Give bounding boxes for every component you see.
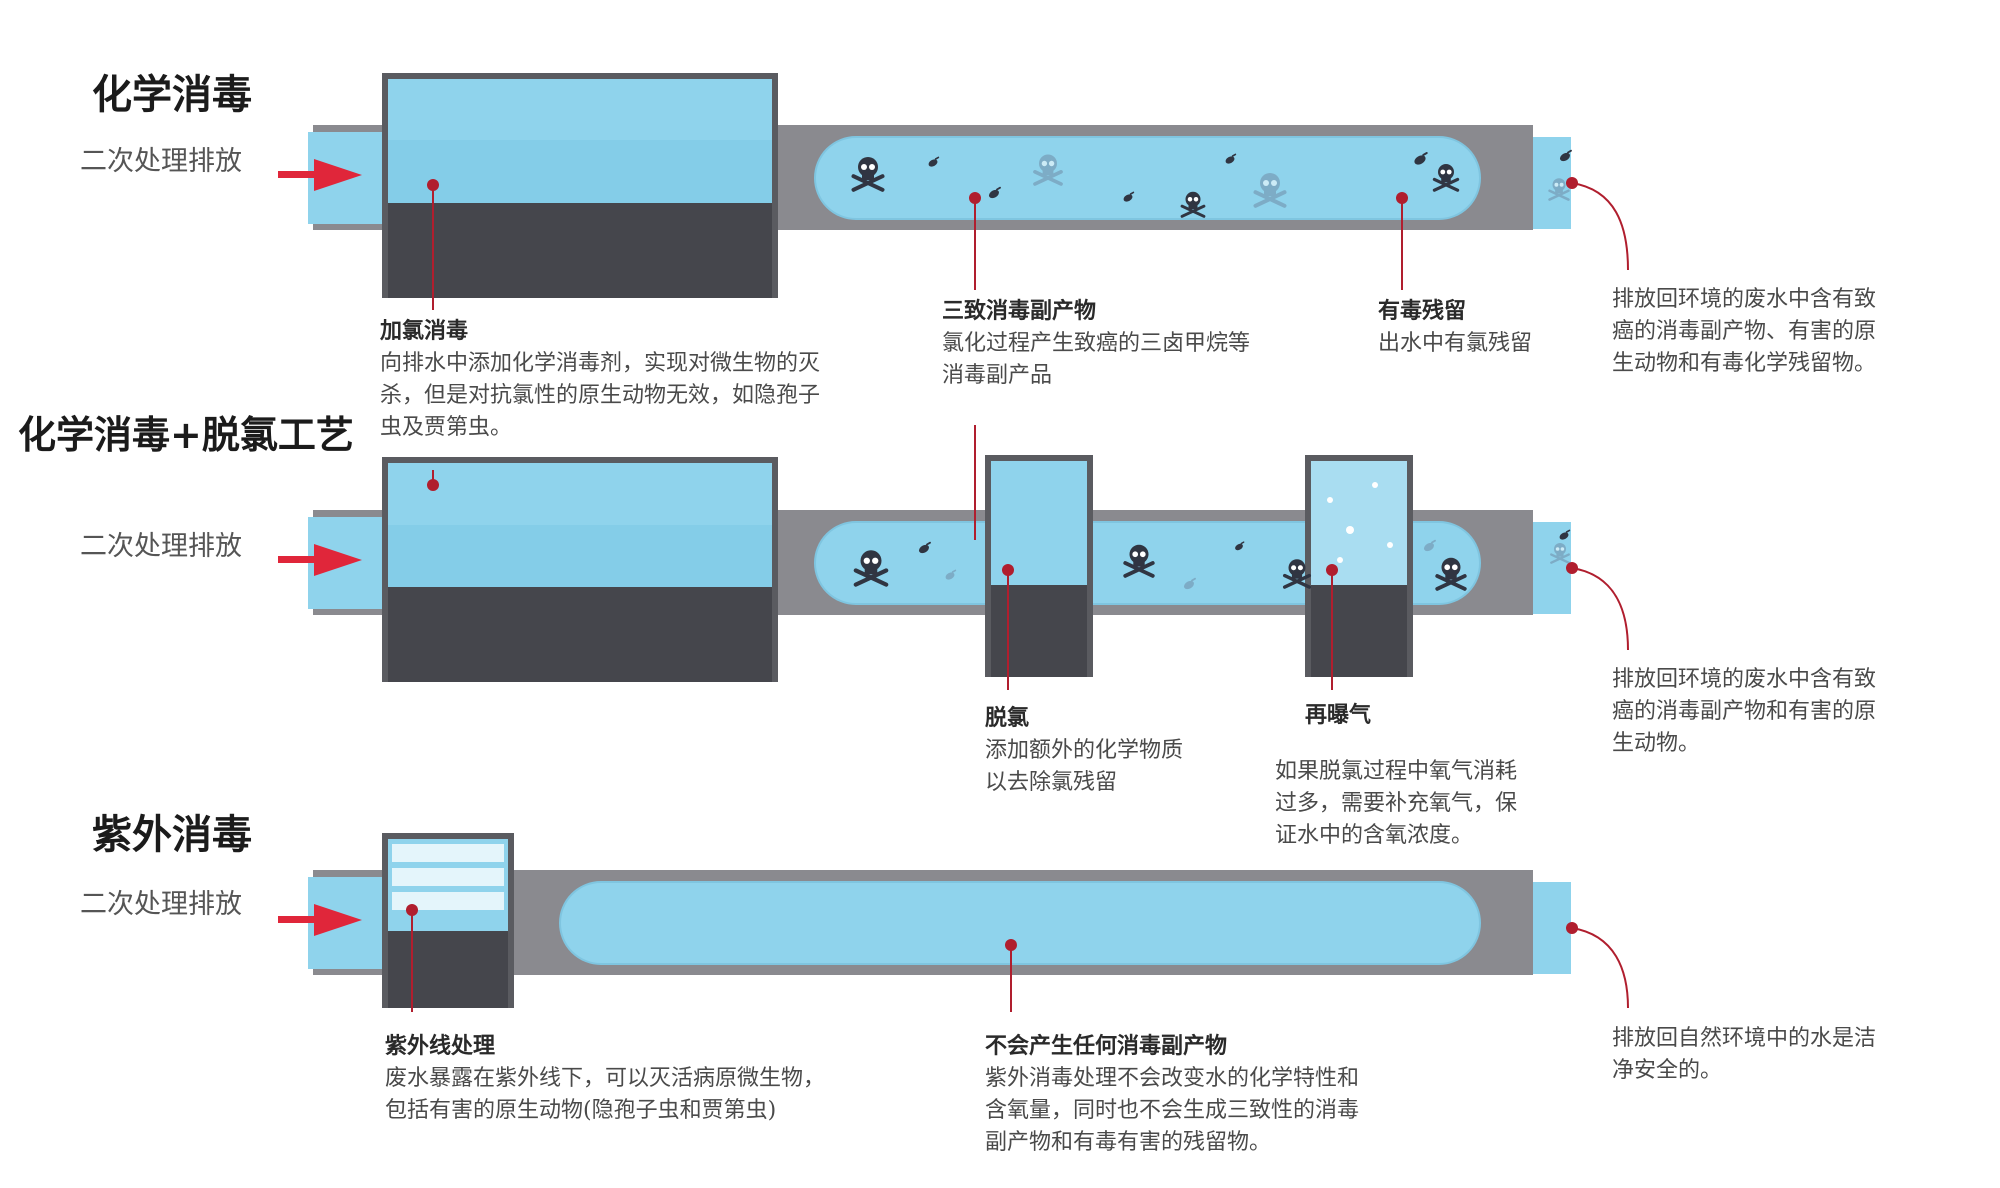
svg-text:消毒副产品: 消毒副产品 bbox=[942, 363, 1052, 388]
svg-text:添加额外的化学物质: 添加额外的化学物质 bbox=[985, 738, 1183, 763]
note-dechlorination: 脱氯 添加额外的化学物质 以去除氯残留 bbox=[985, 705, 1183, 795]
inlet-label: 二次处理排放 bbox=[80, 146, 242, 177]
inlet-arrow-icon bbox=[278, 904, 362, 936]
svg-text:生动物。: 生动物。 bbox=[1612, 731, 1700, 756]
svg-text:生动物和有毒化学残留物。: 生动物和有毒化学残留物。 bbox=[1612, 351, 1876, 376]
svg-text:脱氯: 脱氯 bbox=[985, 705, 1029, 731]
svg-text:杀，但是对抗氯性的原生动物无效，如隐孢子: 杀，但是对抗氯性的原生动物无效，如隐孢子 bbox=[380, 383, 820, 408]
svg-text:净安全的。: 净安全的。 bbox=[1612, 1058, 1722, 1083]
note-discharge: 排放回环境的废水中含有致 癌的消毒副产物和有害的原 生动物。 bbox=[1612, 667, 1876, 756]
svg-text:含氧量，同时也不会生成三致性的消毒: 含氧量，同时也不会生成三致性的消毒 bbox=[985, 1098, 1359, 1123]
svg-text:副产物和有毒有害的残留物。: 副产物和有毒有害的残留物。 bbox=[985, 1130, 1271, 1155]
pipe bbox=[308, 125, 1571, 230]
svg-text:虫及贾第虫。: 虫及贾第虫。 bbox=[380, 415, 512, 440]
section-title: 紫外消毒 bbox=[92, 812, 252, 858]
note-no-byproducts: 不会产生任何消毒副产物 紫外消毒处理不会改变水的化学特性和 含氧量，同时也不会生… bbox=[985, 1033, 1359, 1155]
note-discharge: 排放回环境的废水中含有致 癌的消毒副产物、有害的原 生动物和有毒化学残留物。 bbox=[1612, 287, 1876, 376]
section-dechlorination: 化学消毒+脱氯工艺 二次处理排放 bbox=[18, 413, 1876, 848]
svg-text:癌的消毒副产物、有害的原: 癌的消毒副产物、有害的原 bbox=[1612, 319, 1876, 344]
svg-text:再曝气: 再曝气 bbox=[1305, 702, 1371, 728]
svg-text:排放回环境的废水中含有致: 排放回环境的废水中含有致 bbox=[1612, 287, 1876, 312]
section-title: 化学消毒 bbox=[92, 72, 252, 118]
inlet-label: 二次处理排放 bbox=[80, 531, 242, 562]
note-byproducts: 三致消毒副产物 氯化过程产生致癌的三卤甲烷等 消毒副产品 bbox=[942, 298, 1250, 388]
svg-text:证水中的含氧浓度。: 证水中的含氧浓度。 bbox=[1275, 823, 1473, 848]
callout-lines bbox=[427, 177, 1629, 310]
note-reaeration: 再曝气 如果脱氯过程中氧气消耗 过多，需要补充氧气，保 证水中的含氧浓度。 bbox=[1275, 702, 1517, 848]
note-uv-treatment: 紫外线处理 废水暴露在紫外线下，可以灭活病原微生物， 包括有害的原生动物(隐孢子… bbox=[385, 1033, 825, 1123]
chlorination-tank bbox=[382, 73, 778, 298]
svg-text:加氯消毒: 加氯消毒 bbox=[379, 318, 468, 344]
inlet-arrow-icon bbox=[278, 544, 362, 576]
svg-text:向排水中添加化学消毒剂，实现对微生物的灭: 向排水中添加化学消毒剂，实现对微生物的灭 bbox=[380, 351, 820, 376]
svg-text:紫外线处理: 紫外线处理 bbox=[385, 1033, 495, 1059]
svg-text:以去除氯残留: 以去除氯残留 bbox=[985, 770, 1117, 795]
reaeration-tank bbox=[1305, 455, 1413, 677]
svg-text:废水暴露在紫外线下，可以灭活病原微生物，: 废水暴露在紫外线下，可以灭活病原微生物， bbox=[385, 1066, 825, 1091]
section-title: 化学消毒+脱氯工艺 bbox=[18, 413, 354, 457]
note-toxic-residual: 有毒残留 出水中有氯残留 bbox=[1378, 298, 1532, 356]
svg-text:如果脱氯过程中氧气消耗: 如果脱氯过程中氧气消耗 bbox=[1275, 759, 1517, 784]
svg-text:紫外消毒处理不会改变水的化学特性和: 紫外消毒处理不会改变水的化学特性和 bbox=[985, 1066, 1359, 1091]
inlet-label: 二次处理排放 bbox=[80, 889, 242, 920]
dechlorination-tank bbox=[985, 455, 1093, 677]
note-chlorination: 加氯消毒 向排水中添加化学消毒剂，实现对微生物的灭 杀，但是对抗氯性的原生动物无… bbox=[379, 318, 820, 440]
callout-lines bbox=[406, 904, 1629, 1012]
svg-text:三致消毒副产物: 三致消毒副产物 bbox=[942, 298, 1096, 324]
svg-text:排放回环境的废水中含有致: 排放回环境的废水中含有致 bbox=[1612, 667, 1876, 692]
svg-text:不会产生任何消毒副产物: 不会产生任何消毒副产物 bbox=[985, 1033, 1227, 1059]
svg-text:过多，需要补充氧气，保: 过多，需要补充氧气，保 bbox=[1275, 791, 1517, 816]
callout-lines bbox=[427, 425, 1629, 690]
uv-reactor bbox=[382, 833, 514, 1008]
note-discharge: 排放回自然环境中的水是洁 净安全的。 bbox=[1612, 1026, 1876, 1083]
svg-text:有毒残留: 有毒残留 bbox=[1378, 298, 1466, 324]
chlorination-tank bbox=[382, 457, 778, 682]
section-uv: 紫外消毒 二次处理排放 紫外线处理 废水暴露在紫外线下，可以灭 bbox=[80, 812, 1876, 1155]
section-chemical: 化学消毒 二次处理排放 bbox=[80, 72, 1876, 440]
svg-text:癌的消毒副产物和有害的原: 癌的消毒副产物和有害的原 bbox=[1612, 699, 1876, 724]
svg-text:包括有害的原生动物(隐孢子虫和贾第虫): 包括有害的原生动物(隐孢子虫和贾第虫) bbox=[385, 1098, 776, 1123]
svg-text:排放回自然环境中的水是洁: 排放回自然环境中的水是洁 bbox=[1612, 1026, 1876, 1051]
svg-text:出水中有氯残留: 出水中有氯残留 bbox=[1378, 331, 1532, 356]
inlet-arrow-icon bbox=[278, 159, 362, 191]
svg-text:氯化过程产生致癌的三卤甲烷等: 氯化过程产生致癌的三卤甲烷等 bbox=[942, 331, 1250, 356]
